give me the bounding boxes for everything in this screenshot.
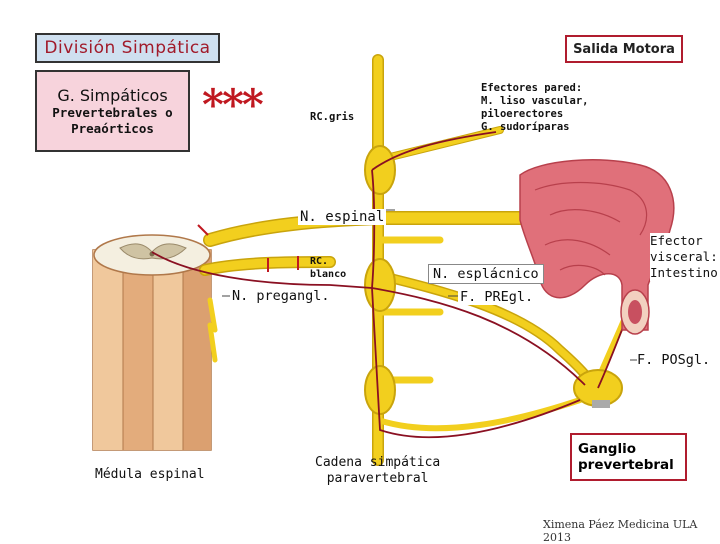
- cadena-simpatica-label: Cadena simpática paravertebral: [315, 455, 440, 487]
- salida-motora-label: Salida Motora: [573, 41, 675, 57]
- n-pregangl-label: N. pregangl.: [230, 288, 332, 304]
- red-markers: [197, 224, 299, 272]
- ganglio-prev-line2: prevertebral: [578, 457, 674, 473]
- spinal-cord-illustration: [92, 234, 212, 451]
- efectores-pared-line3: piloerectores: [481, 108, 564, 120]
- ganglio-prev-line1: Ganglio: [578, 441, 636, 457]
- efector-visceral-line1: Efector: [650, 233, 703, 248]
- efectores-pared-line4: G. sudoríparas: [481, 121, 570, 133]
- rc-gris-label: RC.gris: [310, 111, 355, 123]
- medula-espinal-label: Médula espinal: [95, 467, 205, 482]
- ganglios-line2: Prevertebrales o: [52, 104, 173, 120]
- efector-visceral-line3: Intestino: [650, 265, 718, 280]
- ganglios-box: G. Simpáticos Prevertebrales o Preaórtic…: [35, 70, 190, 152]
- efferent-fibers: [151, 131, 636, 439]
- efectores-pared-label: Efectores pared: M. liso vascular, piloe…: [481, 82, 588, 134]
- title-box: División Simpática: [35, 33, 220, 63]
- intestine-illustration: [519, 159, 675, 335]
- cadena-line1: Cadena simpática: [315, 455, 441, 470]
- salida-motora-box: Salida Motora: [565, 35, 683, 63]
- efectores-pared-line2: M. liso vascular,: [481, 95, 589, 107]
- ganglio-prevertebral-box: Ganglio prevertebral: [570, 433, 687, 481]
- n-espinal-label: N. espinal: [298, 209, 387, 225]
- cadena-line2: paravertebral: [326, 471, 429, 486]
- n-esplacnico-label: N. esplácnico: [428, 264, 544, 284]
- f-pregl-label: F. PREgl.: [458, 289, 536, 305]
- efector-visceral-label: Efector visceral: Intestino: [650, 233, 718, 281]
- asterisks-mark: ***: [202, 80, 264, 129]
- rc-blanco-line1: RC.: [310, 256, 329, 267]
- ganglios-line3: Preaórticos: [71, 120, 154, 136]
- f-posgl-label: F. POSgl.: [637, 352, 711, 368]
- efector-visceral-line2: visceral:: [650, 249, 718, 264]
- rc-blanco-line2: blanco: [310, 269, 347, 280]
- rc-blanco-label: RC. blanco: [310, 255, 346, 281]
- ganglios-title: G. Simpáticos: [57, 85, 168, 105]
- page-title: División Simpática: [44, 38, 211, 58]
- efectores-pared-line1: Efectores pared:: [481, 82, 583, 94]
- credit-text: Ximena Páez Medicina ULA 2013: [543, 518, 698, 544]
